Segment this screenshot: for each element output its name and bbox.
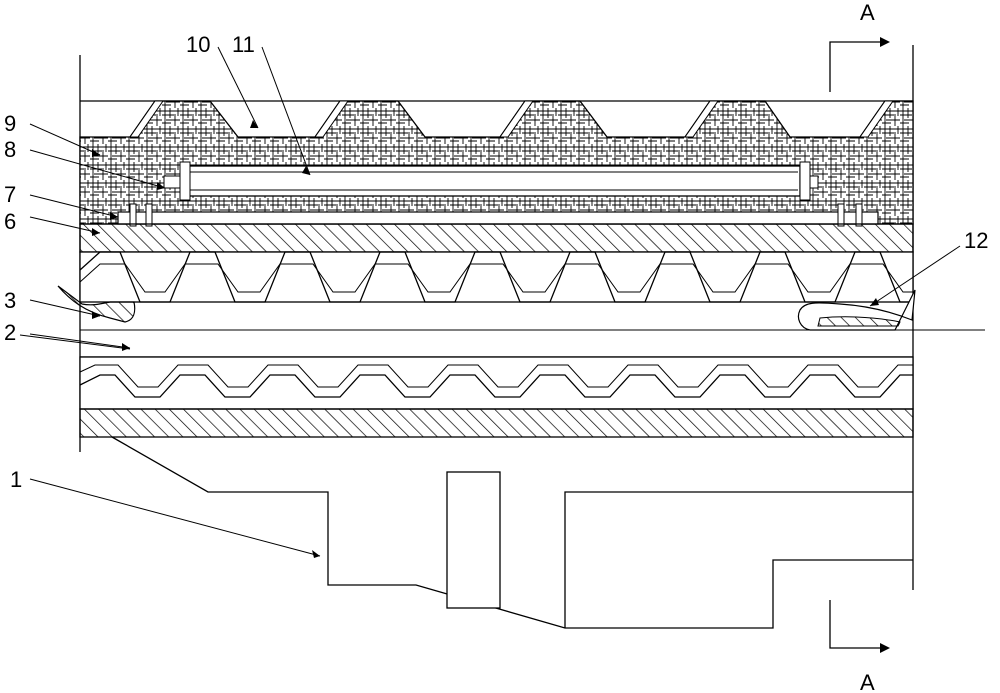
callout-6: 6 bbox=[4, 209, 16, 234]
pipe-11 bbox=[164, 162, 818, 200]
hatched-plate-bottom bbox=[80, 409, 913, 437]
callout-7: 7 bbox=[4, 182, 16, 207]
corrugated-core-lower bbox=[80, 357, 913, 409]
callout-2: 2 bbox=[4, 320, 16, 345]
crosshatch-layer-9 bbox=[80, 101, 913, 224]
section-mark-bottom: A bbox=[860, 670, 875, 693]
callout-12: 12 bbox=[964, 228, 988, 253]
callout-8: 8 bbox=[4, 137, 16, 162]
callout-9: 9 bbox=[4, 111, 16, 136]
hatched-plate-6 bbox=[80, 224, 913, 252]
section-mark-top: A bbox=[860, 0, 875, 25]
callout-10: 10 bbox=[186, 32, 210, 57]
callout-3: 3 bbox=[4, 288, 16, 313]
callout-1: 1 bbox=[10, 467, 22, 492]
callout-11: 11 bbox=[232, 32, 255, 57]
section-arrow-top: A bbox=[830, 0, 890, 92]
corrugated-core-upper bbox=[80, 252, 913, 302]
section-arrow-bottom: A bbox=[830, 600, 890, 693]
